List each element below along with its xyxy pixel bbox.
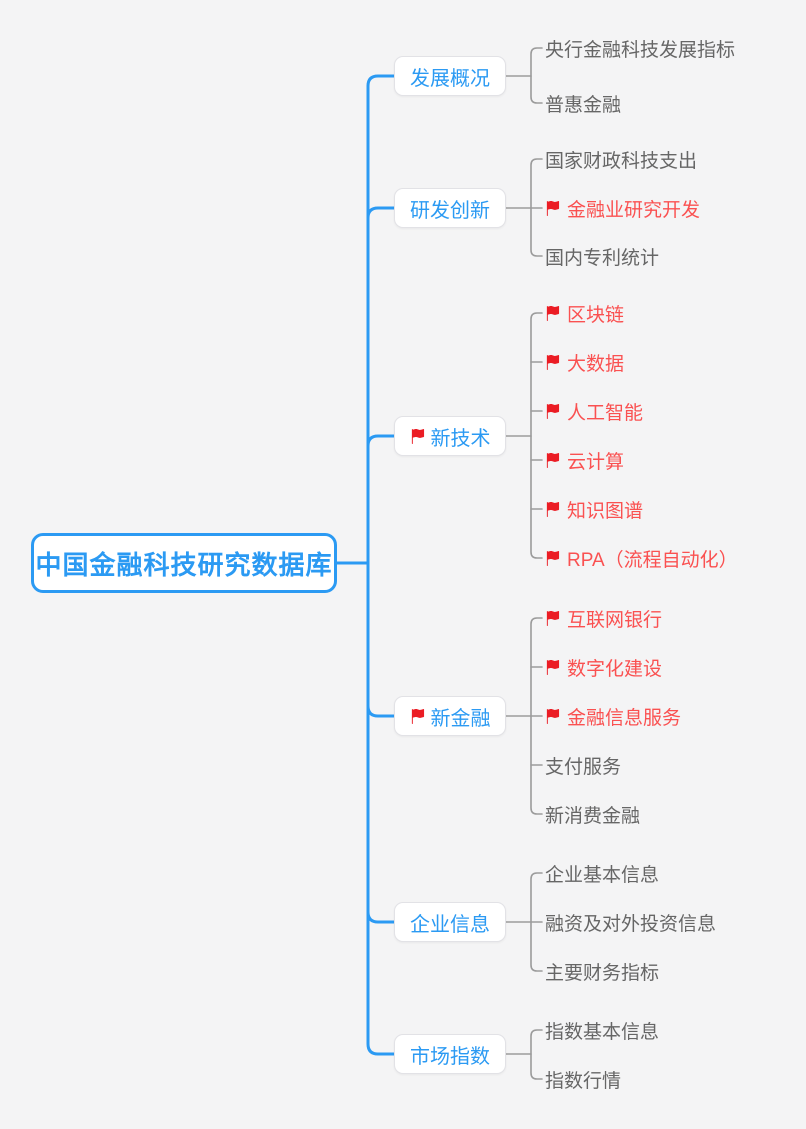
branch-node-new-technology[interactable]: 新技术 [394, 416, 506, 456]
branch-label: 新技术 [430, 427, 491, 450]
child-label: 新消费金融 [545, 805, 641, 827]
flag-icon [545, 610, 560, 626]
branch-node-rd-innovation[interactable]: 研发创新 [394, 188, 506, 228]
child-label: 云计算 [567, 451, 625, 473]
child-node[interactable]: 普惠金融 [545, 88, 621, 118]
child-label: 央行金融科技发展指标 [545, 39, 736, 61]
child-node[interactable]: 金融信息服务 [545, 701, 681, 731]
child-label: 金融信息服务 [567, 707, 682, 729]
child-node[interactable]: 国家财政科技支出 [545, 144, 697, 174]
child-node[interactable]: 云计算 [545, 445, 624, 475]
child-node[interactable]: 指数行情 [545, 1064, 621, 1094]
root-node[interactable]: 中国金融科技研究数据库 [31, 533, 337, 593]
flag-icon [545, 659, 560, 675]
branch-label: 新金融 [430, 707, 491, 730]
child-label: 企业基本信息 [545, 864, 660, 886]
branch-node-new-finance[interactable]: 新金融 [394, 696, 506, 736]
child-node[interactable]: 主要财务指标 [545, 956, 659, 986]
child-node[interactable]: 金融业研究开发 [545, 193, 700, 223]
child-node[interactable]: 国内专利统计 [545, 241, 659, 271]
child-node[interactable]: 指数基本信息 [545, 1015, 659, 1045]
child-label: 互联网银行 [567, 609, 663, 631]
child-label: 金融业研究开发 [567, 199, 701, 221]
child-label: 指数行情 [545, 1070, 622, 1092]
child-label: 指数基本信息 [545, 1021, 660, 1043]
flag-icon [545, 501, 560, 517]
child-label: 支付服务 [545, 756, 622, 778]
flag-icon [410, 708, 425, 724]
flag-icon [545, 354, 560, 370]
branch-node-development-overview[interactable]: 发展概况 [394, 56, 506, 96]
child-node[interactable]: 大数据 [545, 347, 624, 377]
flag-icon [410, 428, 425, 444]
child-node[interactable]: 人工智能 [545, 396, 643, 426]
child-label: 数字化建设 [567, 658, 663, 680]
child-label: RPA（流程自动化） [567, 549, 738, 571]
child-label: 国家财政科技支出 [545, 150, 698, 172]
flag-icon [545, 200, 560, 216]
child-label: 普惠金融 [545, 94, 622, 116]
flag-icon [545, 550, 560, 566]
branch-label: 研发创新 [410, 199, 490, 222]
child-label: 知识图谱 [567, 500, 644, 522]
flag-icon [545, 403, 560, 419]
child-label: 主要财务指标 [545, 962, 660, 984]
branch-label: 市场指数 [410, 1045, 490, 1068]
child-node[interactable]: 数字化建设 [545, 652, 662, 682]
branch-label: 发展概况 [410, 67, 490, 90]
child-label: 大数据 [567, 353, 625, 375]
child-node[interactable]: 融资及对外投资信息 [545, 907, 716, 937]
flag-icon [545, 708, 560, 724]
branch-node-enterprise-info[interactable]: 企业信息 [394, 902, 506, 942]
child-node[interactable]: 知识图谱 [545, 494, 643, 524]
branch-node-market-index[interactable]: 市场指数 [394, 1034, 506, 1074]
child-node[interactable]: 央行金融科技发展指标 [545, 33, 735, 63]
child-node[interactable]: 互联网银行 [545, 603, 662, 633]
flag-icon [545, 305, 560, 321]
child-node[interactable]: 支付服务 [545, 750, 621, 780]
child-node[interactable]: 企业基本信息 [545, 858, 659, 888]
child-label: 融资及对外投资信息 [545, 913, 717, 935]
child-node[interactable]: 区块链 [545, 298, 624, 328]
flag-icon [545, 452, 560, 468]
child-label: 人工智能 [567, 402, 644, 424]
child-label: 区块链 [567, 304, 625, 326]
branch-label: 企业信息 [410, 913, 490, 936]
child-node[interactable]: 新消费金融 [545, 799, 640, 829]
child-label: 国内专利统计 [545, 247, 660, 269]
child-node[interactable]: RPA（流程自动化） [545, 543, 738, 573]
